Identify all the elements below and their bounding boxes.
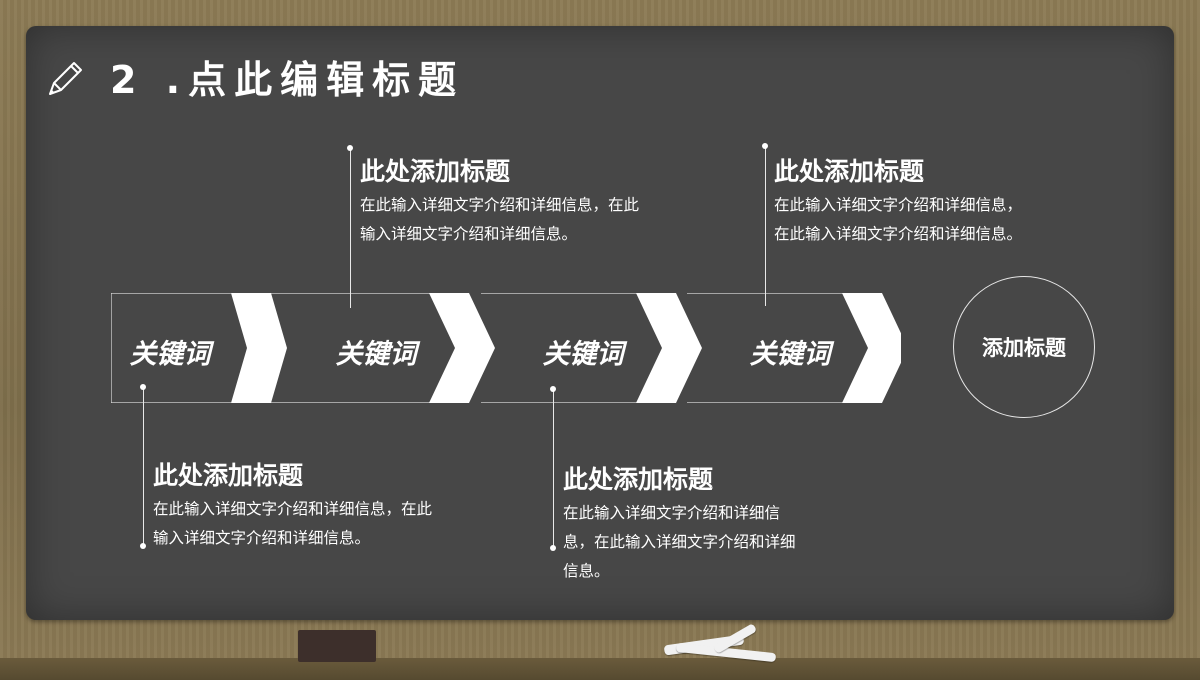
connector-line: [143, 386, 144, 548]
block-heading[interactable]: 此处添加标题: [360, 157, 511, 186]
connector-dot: [140, 384, 146, 390]
connector-line: [553, 388, 554, 550]
keyword-2[interactable]: 关键词: [335, 339, 417, 370]
keyword-3[interactable]: 关键词: [542, 339, 624, 370]
pencil-icon: [49, 62, 82, 95]
connector-line: [350, 148, 351, 308]
connector-dot: [140, 543, 146, 549]
connector-dot: [762, 143, 768, 149]
block-body[interactable]: 在此输入详细文字介绍和详细信息，在此输入详细文字介绍和详细信息。: [360, 196, 640, 243]
chevron-arrow: [429, 293, 495, 403]
circle-title[interactable]: 添加标题: [982, 336, 1066, 360]
connector-dot: [550, 545, 556, 551]
text-block-3: 此处添加标题 在此输入详细文字介绍和详细信息，在此输入详细文字介绍和详细信息。: [153, 459, 435, 553]
block-heading[interactable]: 此处添加标题: [563, 465, 714, 494]
block-body[interactable]: 在此输入详细文字介绍和详细信息，在此输入详细文字介绍和详细信息。: [774, 196, 1023, 243]
process-band: [111, 293, 901, 403]
chevron-arrow: [636, 293, 702, 403]
end-circle: [953, 276, 1095, 418]
text-block-1: 此处添加标题 在此输入详细文字介绍和详细信息，在此输入详细文字介绍和详细信息。: [360, 155, 642, 249]
block-body[interactable]: 在此输入详细文字介绍和详细信息，在此输入详细文字介绍和详细信息。: [563, 504, 796, 580]
text-block-4: 此处添加标题 在此输入详细文字介绍和详细信息，在此输入详细文字介绍和详细信息。: [563, 463, 808, 586]
chevron-arrow: [842, 293, 901, 403]
slide-title[interactable]: 2 .点此编辑标题: [110, 58, 465, 102]
block-body[interactable]: 在此输入详细文字介绍和详细信息，在此输入详细文字介绍和详细信息。: [153, 500, 433, 547]
keyword-4[interactable]: 关键词: [749, 339, 831, 370]
chalk-ledge: [0, 658, 1200, 680]
connector-dot: [347, 145, 353, 151]
block-heading[interactable]: 此处添加标题: [774, 157, 925, 186]
connector-dot: [550, 386, 556, 392]
keyword-1[interactable]: 关键词: [129, 339, 211, 370]
text-block-2: 此处添加标题 在此输入详细文字介绍和详细信息，在此输入详细文字介绍和详细信息。: [774, 155, 1036, 249]
block-heading[interactable]: 此处添加标题: [153, 461, 304, 490]
eraser: [298, 630, 376, 662]
connector-line: [765, 146, 766, 306]
chevron-arrow: [231, 293, 287, 403]
